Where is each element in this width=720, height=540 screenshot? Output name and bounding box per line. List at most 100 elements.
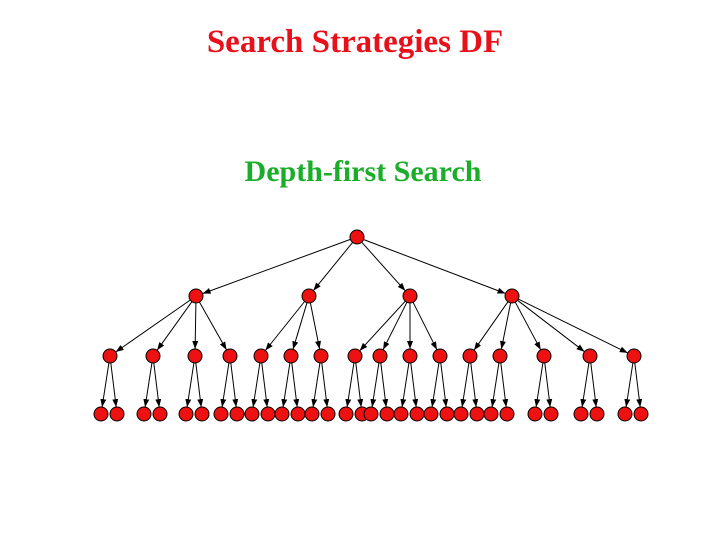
tree-node-leaf	[274, 406, 290, 422]
tree-edge	[370, 362, 380, 408]
tree-edges	[100, 238, 643, 408]
tree-edge	[514, 301, 542, 351]
tree-node-level-1	[402, 288, 418, 304]
tree-edge	[100, 362, 110, 408]
tree-edge	[153, 362, 162, 408]
diagram-label: Depth-first Search	[244, 155, 482, 188]
tree-edge	[359, 300, 406, 352]
tree-node-level-2	[283, 348, 299, 364]
tree-edge	[500, 302, 512, 350]
tree-edge	[590, 362, 599, 408]
tree-edge	[230, 362, 239, 408]
tree-node-leaf	[93, 406, 109, 422]
tree-node-level-2	[492, 348, 508, 364]
tree-edge	[410, 362, 419, 408]
tree-node-level-2	[145, 348, 161, 364]
tree-node-level-2	[253, 348, 269, 364]
tree-node-leaf	[290, 406, 306, 422]
tree-edge	[534, 362, 544, 408]
tree-node-leaf	[136, 406, 152, 422]
tree-node-level-2	[536, 348, 552, 364]
tree-edge	[363, 239, 506, 294]
tree-node-root	[349, 229, 365, 245]
tree-edge	[265, 301, 305, 351]
tree-edge	[292, 302, 308, 350]
tree-node-level-2	[402, 348, 418, 364]
tree-edge	[517, 299, 585, 353]
tree-node-leaf	[633, 406, 649, 422]
tree-node-leaf	[213, 406, 229, 422]
tree-edge	[143, 362, 153, 408]
tree-node-level-2	[432, 348, 448, 364]
tree-edge	[115, 299, 191, 353]
tree-edge	[185, 362, 195, 408]
tree-edge	[313, 242, 353, 291]
tree-edge	[321, 362, 330, 408]
tree-node-level-1	[504, 288, 520, 304]
tree-edge	[382, 302, 408, 350]
tree-edge	[192, 302, 199, 350]
tree-node-leaf	[543, 406, 559, 422]
tree-node-leaf	[439, 406, 455, 422]
tree-edge	[156, 301, 193, 351]
tree-edge	[345, 362, 355, 408]
tree-edge	[110, 362, 119, 408]
tree-edge	[291, 362, 300, 408]
tree-edge	[220, 362, 230, 408]
tree-node-leaf	[178, 406, 194, 422]
tree-node-leaf	[363, 406, 379, 422]
tree-node-leaf	[499, 406, 515, 422]
tree-edge	[490, 362, 500, 408]
tree-edge	[261, 362, 270, 408]
tree-node-level-1	[301, 288, 317, 304]
tree-edge	[430, 362, 440, 408]
tree-edge	[251, 362, 261, 408]
tree-node-level-2	[462, 348, 478, 364]
tree-edge	[412, 302, 438, 350]
tree-node-leaf	[589, 406, 605, 422]
tree-node-level-2	[372, 348, 388, 364]
tree-node-level-2	[222, 348, 238, 364]
tree-node-level-2	[347, 348, 363, 364]
tree-node-leaf	[194, 406, 210, 422]
tree-node-level-2	[626, 348, 642, 364]
tree-node-leaf	[469, 406, 485, 422]
tree-node-leaf	[244, 406, 260, 422]
tree-edge	[199, 301, 227, 351]
tree-edge	[460, 362, 470, 408]
tree-node-leaf	[573, 406, 589, 422]
tree-edge	[361, 241, 406, 292]
tree-node-level-2	[313, 348, 329, 364]
tree-node-leaf	[409, 406, 425, 422]
tree-node-level-2	[102, 348, 118, 364]
slide-title: Search Strategies DF	[206, 24, 504, 60]
tree-node-level-2	[187, 348, 203, 364]
tree-edge	[400, 362, 410, 408]
tree-node-leaf	[379, 406, 395, 422]
tree-nodes	[93, 229, 649, 422]
tree-edge	[355, 362, 364, 408]
tree-edge	[544, 362, 553, 408]
tree-node-leaf	[260, 406, 276, 422]
tree-edge	[580, 362, 590, 408]
tree-edge	[311, 362, 321, 408]
tree-edge	[380, 362, 389, 408]
tree-edge	[281, 362, 291, 408]
tree-node-level-2	[582, 348, 598, 364]
tree-node-leaf	[453, 406, 469, 422]
tree-node-leaf	[423, 406, 439, 422]
tree-edge	[518, 298, 628, 354]
tree-edge	[470, 362, 479, 408]
tree-node-leaf	[304, 406, 320, 422]
tree-edge	[634, 362, 643, 408]
tree-node-leaf	[152, 406, 168, 422]
tree-edge	[309, 302, 321, 350]
tree-node-leaf	[483, 406, 499, 422]
tree-edge	[473, 301, 509, 351]
tree-node-leaf	[617, 406, 633, 422]
tree-edge	[195, 362, 204, 408]
tree-node-leaf	[229, 406, 245, 422]
tree-edge	[500, 362, 509, 408]
tree-edge	[624, 362, 634, 408]
